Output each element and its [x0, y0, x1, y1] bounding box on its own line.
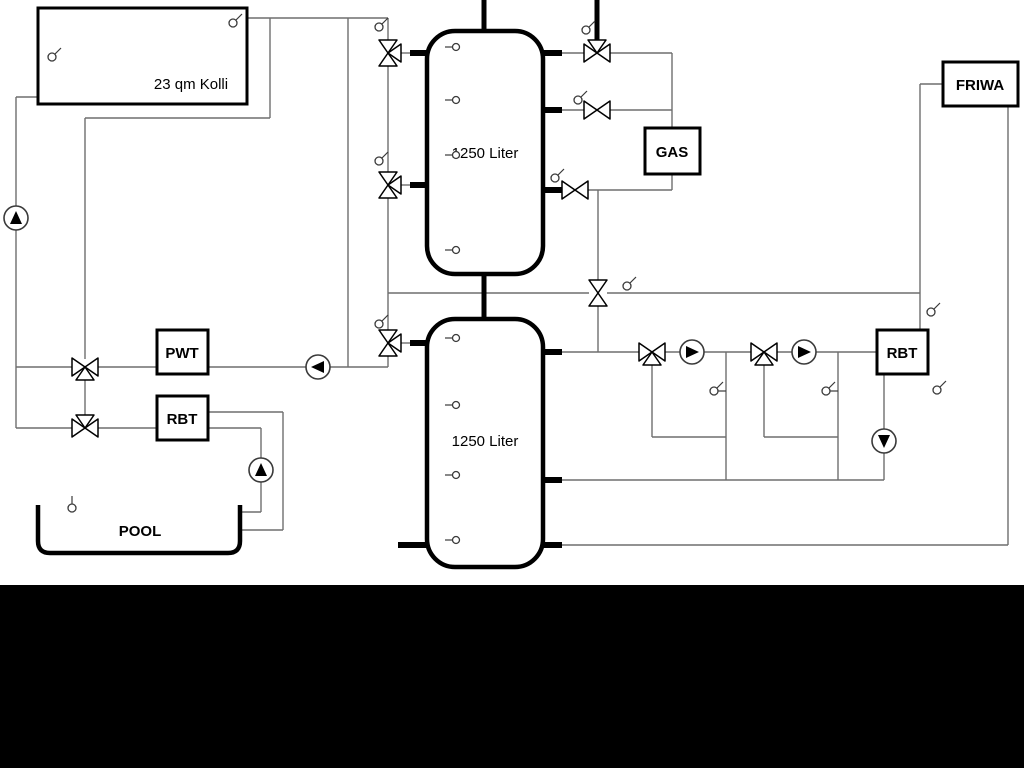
solar-threeway-valve-upper-icon	[71, 357, 99, 381]
friwa-box: FRIWA	[941, 60, 1020, 108]
pump-tank-charge-icon	[305, 354, 331, 380]
pipes-friwa	[561, 83, 1009, 546]
gas-boiler-box: GAS	[643, 126, 702, 176]
pwt-label: PWT	[165, 345, 198, 362]
rbt-left-box: RBT	[155, 394, 210, 442]
charge-valve-mid-icon	[378, 171, 402, 199]
pump-heating-circuit-1-icon	[679, 339, 705, 365]
rbt-right-box: RBT	[875, 328, 930, 376]
pool-basin: POOL	[35, 505, 243, 556]
pipes-flow-riser	[388, 190, 920, 352]
pipes-gas-boiler	[561, 52, 673, 191]
tank2-label: 1250 Liter	[452, 433, 519, 450]
gas-top-valve-icon	[583, 39, 611, 63]
collector-label: 23 qm Kolli	[154, 76, 228, 93]
mixing-valve-hc1-icon	[638, 342, 666, 366]
temperature-sensor-icons	[47, 13, 947, 545]
thick-mains	[481, 0, 600, 319]
charge-valve-bottom-icon	[378, 329, 402, 357]
pipes-heating-circuits	[561, 351, 885, 481]
rbt-left-label: RBT	[167, 411, 198, 428]
gas-label: GAS	[656, 144, 689, 161]
mixing-valve-hc2-icon	[750, 342, 778, 366]
tank1-label: 1250 Liter	[452, 145, 519, 162]
riser-threeway-valve-icon	[588, 279, 608, 307]
pipes-pool-circuit	[98, 411, 284, 531]
pwt-heat-exchanger-box: PWT	[155, 328, 210, 376]
gas-return-valve-icon	[561, 180, 589, 200]
pool-label: POOL	[119, 523, 162, 540]
rbt-right-label: RBT	[887, 345, 918, 362]
pump-pool-icon	[248, 457, 274, 483]
solar-threeway-valve-lower-icon	[71, 414, 99, 438]
gas-flow-valve-icon	[583, 100, 611, 120]
friwa-label: FRIWA	[956, 77, 1004, 94]
pump-collector-icon	[3, 205, 29, 231]
charge-valve-top-icon	[378, 39, 402, 67]
buffer-tank-1: 1250 Liter	[424, 28, 546, 277]
pipes-collector-circuit	[15, 17, 388, 429]
letterbox-band	[0, 585, 1024, 768]
buffer-tank-2: 1250 Liter	[424, 316, 546, 570]
solar-collector-box: 23 qm Kolli	[36, 6, 249, 106]
pipes-pwt-charge	[98, 18, 413, 368]
pump-dhw-return-icon	[871, 428, 897, 454]
pump-heating-circuit-2-icon	[791, 339, 817, 365]
